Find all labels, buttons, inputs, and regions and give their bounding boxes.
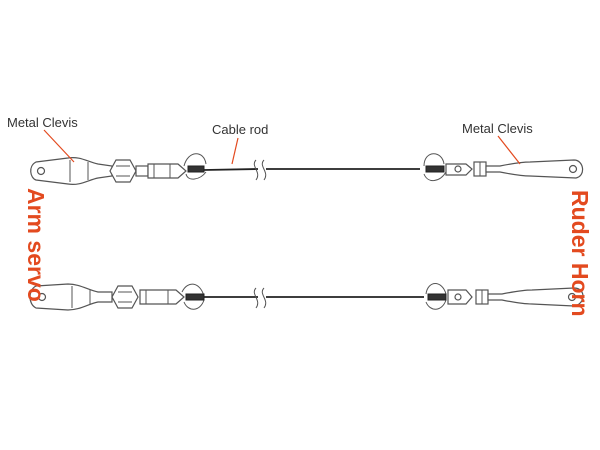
bottom-right-metal-clevis — [487, 287, 584, 307]
top-linkage — [30, 153, 584, 185]
top-left-metal-clevis — [30, 157, 113, 185]
top-cable-left-segment — [203, 168, 259, 171]
bottom-left-hex-nut — [111, 285, 139, 309]
bottom-right-ball-link — [447, 289, 473, 305]
bottom-left-wire-clip — [181, 283, 205, 310]
leader-cable-rod — [231, 137, 239, 165]
leader-metal-clevis-left — [43, 129, 75, 163]
leader-metal-clevis-right — [497, 135, 521, 165]
top-left-threaded-rod — [135, 165, 149, 177]
bottom-cable-break-mark — [253, 287, 267, 309]
top-right-ball-link — [445, 163, 473, 176]
top-left-wire-clip — [183, 153, 207, 180]
top-right-wire-clip — [423, 153, 447, 181]
top-left-sleeve — [147, 163, 187, 179]
label-rudder-horn: Ruder Horn — [567, 190, 593, 317]
label-arm-servo: Arm servo — [23, 188, 49, 302]
label-metal-clevis-right: Metal Clevis — [462, 121, 533, 136]
bottom-linkage — [29, 283, 584, 311]
top-cable-break-mark — [253, 159, 267, 181]
bottom-right-wire-clip — [425, 283, 447, 310]
bottom-left-metal-clevis — [29, 283, 113, 311]
label-metal-clevis-left: Metal Clevis — [7, 115, 78, 130]
top-right-metal-clevis — [485, 159, 584, 179]
bottom-left-sleeve — [139, 289, 185, 305]
top-left-hex-nut — [109, 159, 137, 183]
label-cable-rod: Cable rod — [212, 122, 268, 137]
